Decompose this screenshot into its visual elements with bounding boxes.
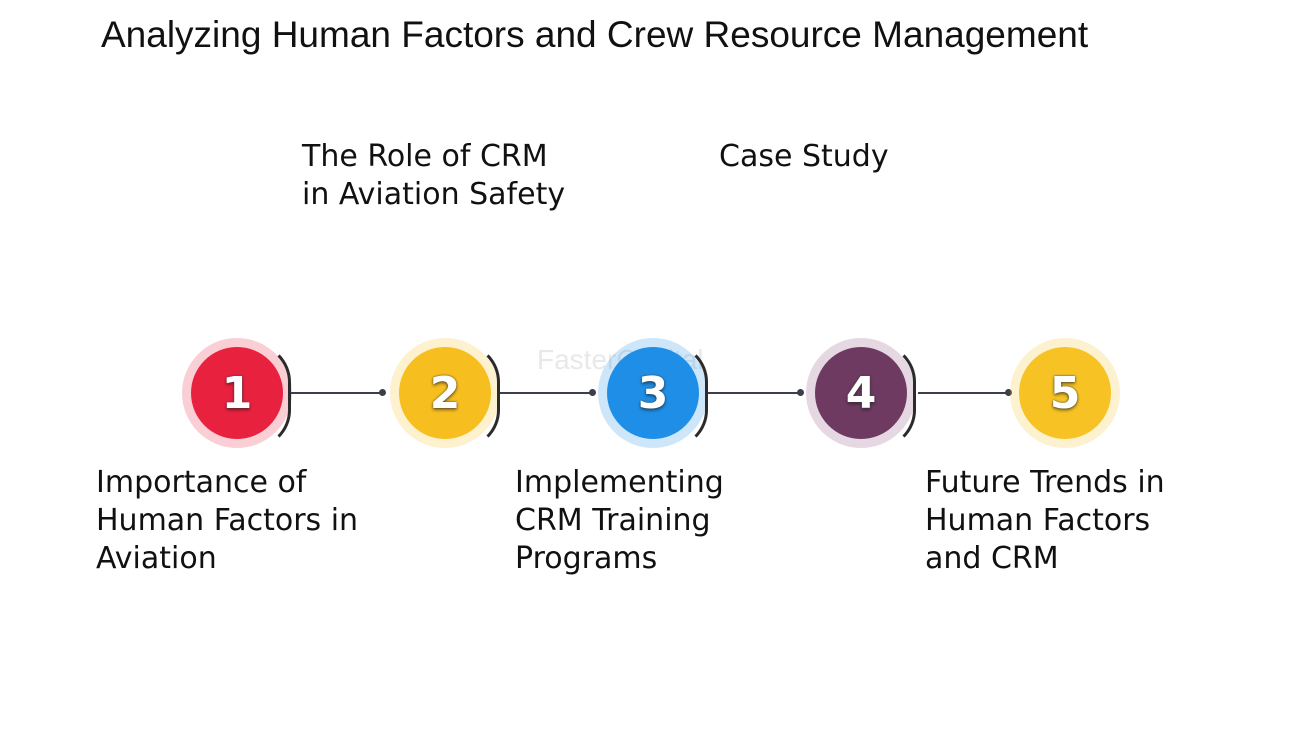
step-2-label: The Role of CRM in Aviation Safety — [302, 139, 566, 212]
step-1-arc — [252, 343, 291, 449]
step-1-label: Importance of Human Factors in Aviation — [96, 465, 359, 576]
connector-4-5 — [918, 392, 1010, 394]
diagram-title: Analyzing Human Factors and Crew Resourc… — [101, 14, 1089, 55]
step-4-label: Case Study — [719, 139, 889, 174]
step-3-arc — [669, 343, 708, 449]
step-2-arc — [461, 343, 500, 449]
connector-dot-4-5 — [1005, 389, 1012, 396]
connector-dot-2-3 — [589, 389, 596, 396]
step-5-number: 5 — [1019, 347, 1111, 439]
step-5-circle: 5 — [1010, 338, 1120, 448]
step-3-label: Implementing CRM Training Programs — [515, 465, 724, 576]
connector-2-3 — [500, 392, 592, 394]
connector-3-4 — [708, 392, 800, 394]
step-5-label: Future Trends in Human Factors and CRM — [925, 465, 1165, 576]
connector-dot-1-2 — [379, 389, 386, 396]
connector-1-2 — [290, 392, 382, 394]
step-4-arc — [877, 343, 916, 449]
connector-dot-3-4 — [797, 389, 804, 396]
